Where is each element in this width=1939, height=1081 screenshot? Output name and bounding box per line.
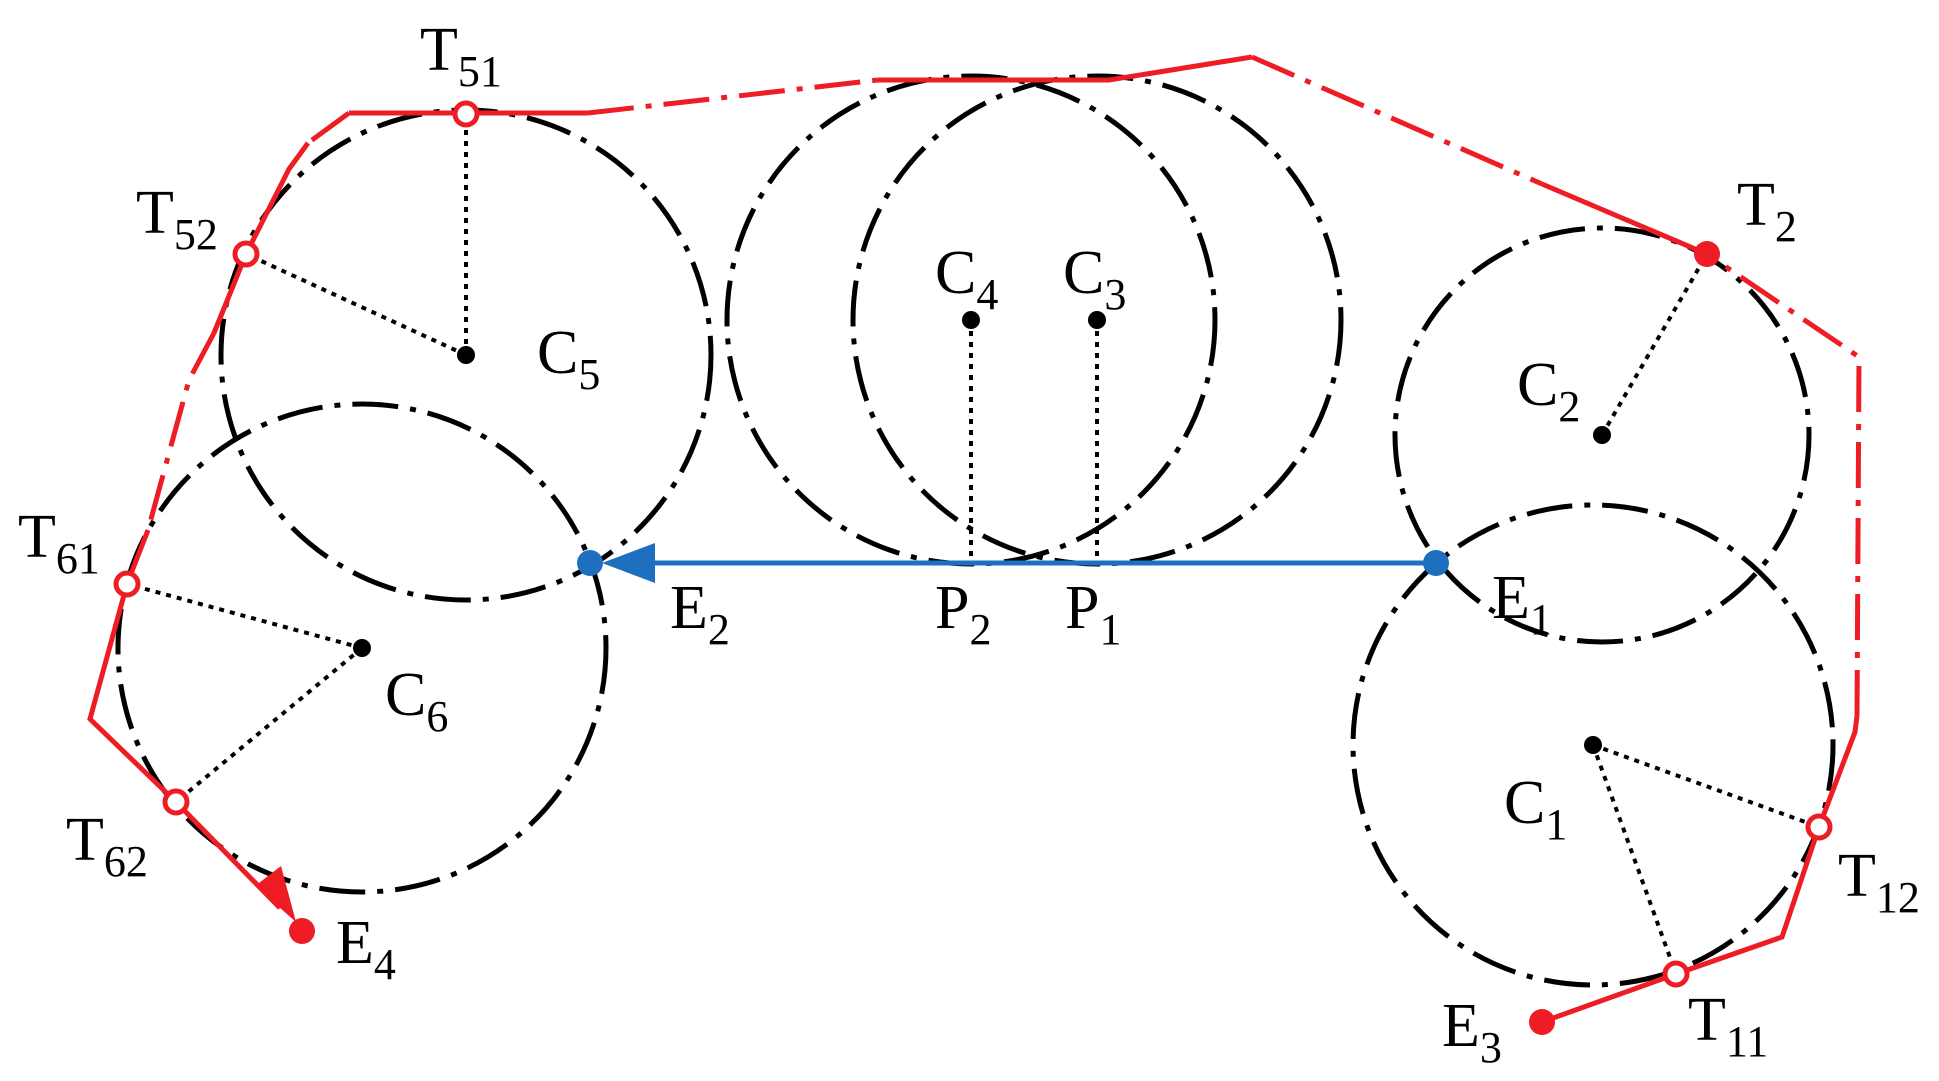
center-c1 bbox=[1584, 736, 1602, 754]
label-e2: E2 bbox=[670, 574, 730, 654]
label-c1: C1 bbox=[1504, 769, 1567, 849]
label-c5: C5 bbox=[537, 319, 600, 399]
label-c4: C4 bbox=[935, 239, 998, 319]
marker-t2 bbox=[1694, 241, 1720, 267]
marker-t61 bbox=[113, 570, 141, 598]
marker-e4 bbox=[289, 918, 315, 944]
label-e3: E3 bbox=[1442, 992, 1502, 1072]
label-e1: E1 bbox=[1492, 564, 1552, 644]
blue-arrow-head bbox=[602, 543, 655, 583]
red-path-solid-left-upper bbox=[211, 141, 311, 334]
center-c5 bbox=[457, 346, 475, 364]
center-c3 bbox=[1088, 311, 1106, 329]
red-arrow-head bbox=[255, 866, 296, 922]
label-c2: C2 bbox=[1517, 351, 1580, 431]
circle-c2 bbox=[1392, 225, 1812, 645]
radius-lines bbox=[126, 114, 1820, 975]
marker-e3 bbox=[1529, 1009, 1555, 1035]
radius-c2-t2 bbox=[1600, 252, 1709, 437]
center-c2 bbox=[1593, 426, 1611, 444]
red-path bbox=[87, 54, 1862, 1025]
red-path-dash-top-left bbox=[306, 110, 351, 146]
marker-t62 bbox=[162, 788, 190, 816]
label-t2: T2 bbox=[1737, 171, 1797, 251]
circle-c1 bbox=[1350, 502, 1836, 988]
blue-guide bbox=[602, 543, 1436, 583]
red-path-dash-left bbox=[145, 331, 217, 531]
label-t62: T62 bbox=[66, 806, 148, 886]
marker-e1 bbox=[1423, 550, 1449, 576]
label-p1: P1 bbox=[1065, 574, 1121, 654]
red-path-solid-left-lower bbox=[87, 529, 282, 910]
red-path-dash-top bbox=[587, 77, 879, 116]
red-path-dash-right bbox=[1705, 251, 1862, 717]
label-t12: T12 bbox=[1838, 842, 1920, 922]
label-c6: C6 bbox=[385, 661, 448, 741]
label-t51: T51 bbox=[420, 16, 502, 96]
circles bbox=[115, 73, 1836, 988]
radius-c5-t52 bbox=[245, 252, 467, 357]
marker-t52 bbox=[232, 240, 260, 268]
radius-c1-t11 bbox=[1591, 744, 1678, 975]
point-markers bbox=[113, 100, 1833, 1035]
center-c6 bbox=[353, 639, 371, 657]
red-path-dash-top-right bbox=[1250, 54, 1544, 187]
label-c3: C3 bbox=[1063, 239, 1126, 319]
red-path-solid-right-upper bbox=[1541, 181, 1708, 257]
marker-t51 bbox=[452, 100, 480, 128]
label-t11: T11 bbox=[1688, 986, 1768, 1066]
label-p2: P2 bbox=[935, 574, 991, 654]
circle-centers bbox=[353, 311, 1611, 754]
label-t52: T52 bbox=[136, 179, 218, 259]
radius-c6-t62 bbox=[174, 646, 364, 804]
marker-t11 bbox=[1662, 960, 1690, 988]
label-e4: E4 bbox=[336, 909, 396, 989]
circle-c6 bbox=[115, 401, 609, 895]
center-c4 bbox=[962, 311, 980, 329]
radius-c1-t12 bbox=[1592, 743, 1820, 829]
marker-t12 bbox=[1805, 813, 1833, 841]
marker-e2 bbox=[577, 550, 603, 576]
label-t61: T61 bbox=[18, 503, 100, 583]
labels: C1 C2 C3 C4 C5 C6 E1 E2 E3 E4 P1 P2 T2 T… bbox=[18, 16, 1920, 1072]
red-path-solid-top-mid bbox=[878, 54, 1253, 83]
radius-c6-t61 bbox=[126, 582, 363, 650]
red-path-solid-bottom-right bbox=[1541, 715, 1860, 1025]
